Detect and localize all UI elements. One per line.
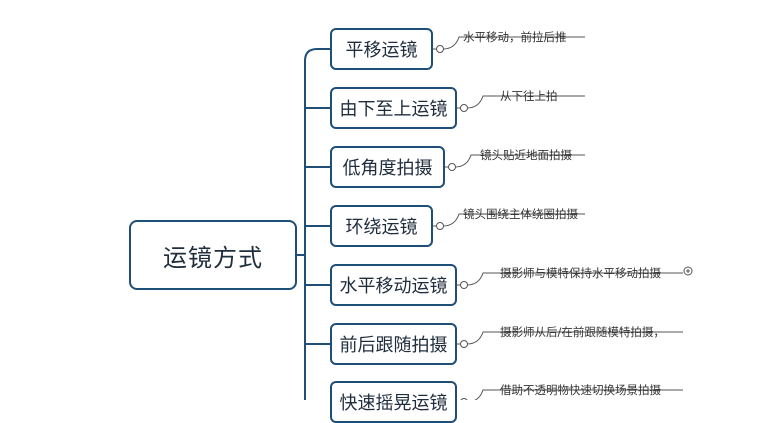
collapse-circle-icon bbox=[460, 104, 468, 112]
note-underline bbox=[442, 36, 585, 50]
note-underline bbox=[466, 272, 683, 286]
note-horizontal: 摄影师与模特保持水平移动拍摄 bbox=[500, 266, 661, 280]
branch-node-shake[interactable]: 快速摇晃运镜 bbox=[330, 381, 457, 423]
collapse-circle-icon bbox=[436, 222, 444, 230]
note-follow: 摄影师从后/在前跟随模特拍摄， bbox=[500, 325, 665, 339]
connector-lines bbox=[297, 36, 693, 400]
root-node[interactable]: 运镜方式 bbox=[129, 220, 297, 290]
note-low-angle: 镜头贴近地面拍摄 bbox=[480, 148, 572, 162]
mindmap: 运镜方式 平移运镜 由下至上运镜 低角度拍摄 环绕运镜 水平移动运镜 前后跟随拍… bbox=[129, 28, 693, 423]
branch-node-bottom-up[interactable]: 由下至上运镜 bbox=[330, 87, 457, 129]
branch-node-low-angle[interactable]: 低角度拍摄 bbox=[330, 146, 445, 188]
collapse-circle-icon bbox=[436, 45, 444, 53]
note-pan: 水平移动，前拉后推 bbox=[463, 30, 567, 44]
collapse-circle-icon bbox=[448, 163, 456, 171]
note-underline bbox=[466, 331, 683, 345]
branch-node-orbit[interactable]: 环绕运镜 bbox=[330, 205, 433, 247]
branch-connector bbox=[304, 48, 330, 62]
branch-node-horizontal[interactable]: 水平移动运镜 bbox=[330, 264, 457, 306]
note-underline bbox=[442, 213, 585, 227]
branch-node-follow[interactable]: 前后跟随拍摄 bbox=[330, 323, 457, 365]
note-shake: 借助不透明物快速切换场景拍摄 bbox=[500, 383, 661, 397]
note-bottom-up: 从下往上拍 bbox=[500, 89, 558, 103]
note-underline bbox=[454, 154, 585, 168]
note-orbit: 镜头围绕主体绕圈拍摄 bbox=[463, 207, 578, 221]
collapse-circle-icon bbox=[460, 281, 468, 289]
note-underline bbox=[466, 95, 585, 109]
branch-node-pan[interactable]: 平移运镜 bbox=[330, 28, 433, 70]
note-underline bbox=[474, 389, 683, 400]
collapse-circle-icon bbox=[460, 340, 468, 348]
